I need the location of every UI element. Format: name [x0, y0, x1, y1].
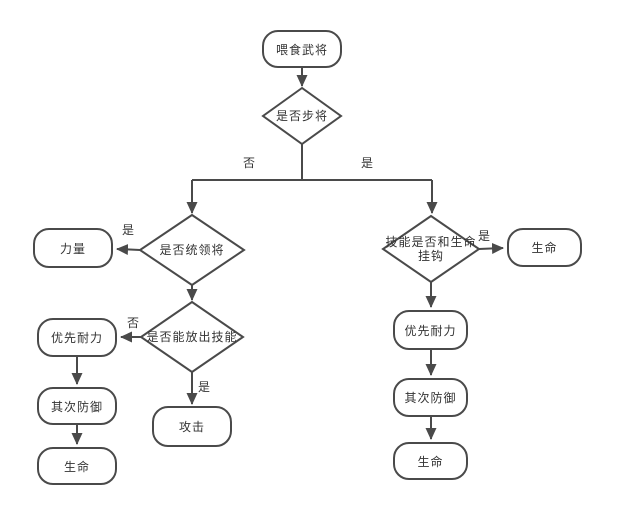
node-stamina-left: 优先耐力 — [37, 318, 117, 357]
decision-diamond-command — [138, 213, 246, 287]
node-defense-right-label: 其次防御 — [404, 391, 457, 405]
decision-diamond-life-link — [381, 214, 481, 284]
node-life-left-label: 生命 — [63, 459, 90, 474]
node-stamina-left-label: 优先耐力 — [50, 331, 103, 345]
decision-diamond-skill — [139, 300, 245, 374]
node-life-right-top-label: 生命 — [531, 241, 558, 255]
node-life-left: 生命 — [37, 447, 117, 485]
node-attack: 攻击 — [152, 406, 232, 447]
node-attack-label: 攻击 — [178, 420, 205, 434]
node-life-right-bottom: 生命 — [393, 442, 468, 480]
node-stamina-right-label: 优先耐力 — [404, 323, 457, 338]
edge-lifelink-to-life — [478, 242, 504, 254]
node-start-label: 喂食武将 — [275, 42, 328, 57]
node-strength: 力量 — [33, 228, 113, 268]
node-strength-label: 力量 — [59, 241, 86, 256]
node-start: 喂食武将 — [262, 30, 342, 68]
node-life-right-bottom-label: 生命 — [417, 454, 444, 469]
decision-diamond-infantry — [261, 86, 343, 146]
node-life-right-top: 生命 — [507, 228, 582, 267]
node-stamina-right: 优先耐力 — [393, 310, 468, 350]
node-defense-left-label: 其次防御 — [50, 399, 103, 414]
node-defense-right: 其次防御 — [393, 378, 468, 417]
edge-command-to-strength — [116, 243, 141, 255]
node-defense-left: 其次防御 — [37, 387, 117, 425]
